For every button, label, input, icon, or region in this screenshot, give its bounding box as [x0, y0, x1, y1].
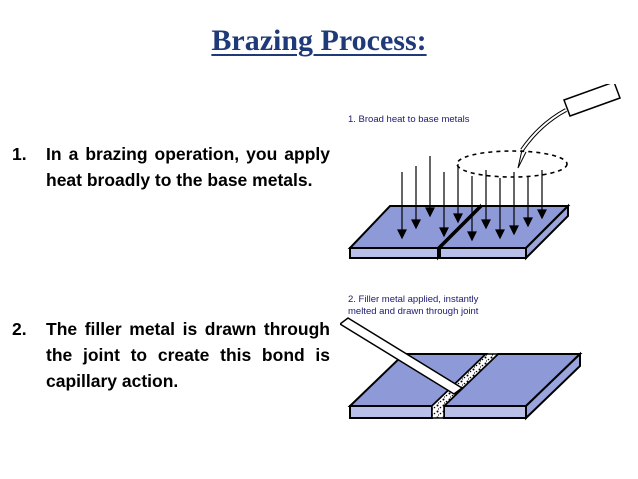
filler-rod-icon: [340, 317, 464, 395]
filler-metal-illustration: 2. Filler metal applied, instantly melte…: [340, 294, 583, 421]
brazed-joint: [431, 353, 500, 419]
list-item-number: 1.: [12, 144, 27, 164]
list-item-text: In a brazing operation, you apply heat b…: [46, 144, 330, 190]
base-metal-plates: [347, 351, 583, 421]
heat-zone-outline: [456, 150, 568, 178]
figure-caption: 2. Filler metal applied, instantly: [348, 294, 479, 305]
figure-caption: 1. Broad heat to base metals: [348, 114, 470, 125]
list-item-number: 2.: [12, 319, 27, 339]
page-title: Brazing Process:: [211, 24, 427, 57]
torch-icon: [517, 84, 621, 169]
list-item-text: The filler metal is drawn through the jo…: [46, 319, 330, 391]
list-item: 1. In a brazing operation, you apply hea…: [12, 141, 330, 193]
list-item: 2. The filler metal is drawn through the…: [12, 316, 330, 394]
figure-caption: melted and drawn through joint: [348, 306, 479, 317]
heat-arrows: [397, 156, 547, 242]
broad-heat-illustration: 1. Broad heat to base metals: [347, 84, 621, 261]
